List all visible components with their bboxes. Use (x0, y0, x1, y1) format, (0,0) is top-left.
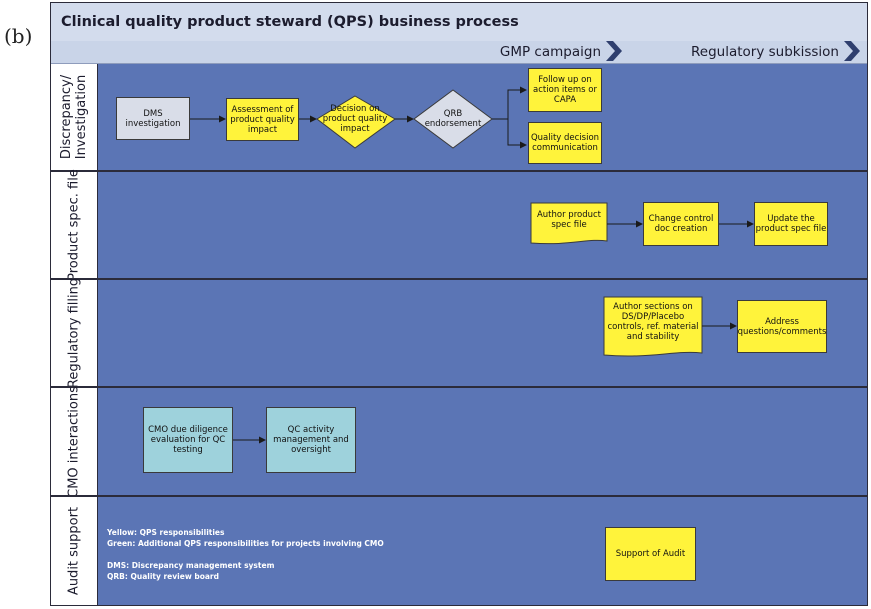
node-decision-quality-impact: Decision on product quality impact (322, 104, 388, 134)
lane-header: Discrepancy/ Investigation (51, 64, 98, 170)
lane-header: CMO interactions (51, 385, 98, 498)
title-bar: Clinical quality product steward (QPS) b… (51, 3, 867, 42)
lane-label: Product spec. file (66, 169, 82, 281)
legend-dms: DMS: Discrepancy management system (107, 561, 275, 570)
phase-gmp-campaign: GMP campaign (51, 41, 623, 63)
lane-divider (51, 170, 867, 172)
node-dms-investigation: DMS investigation (116, 97, 190, 140)
lane-divider (51, 495, 867, 497)
lane-audit-support: Audit support (51, 497, 867, 605)
lane-header: Audit support (51, 497, 98, 605)
node-support-of-audit: Support of Audit (605, 527, 696, 581)
lane-label: Regulatory filling (66, 277, 82, 389)
legend-green: Green: Additional QPS responsibilities f… (107, 539, 384, 548)
phase-label: GMP campaign (499, 44, 601, 60)
legend-yellow: Yellow: QPS responsibilities (107, 528, 225, 537)
diagram-title: Clinical quality product steward (QPS) b… (61, 14, 519, 30)
lane-body (98, 497, 867, 605)
node-author-product-spec-file: Author product spec file (536, 210, 601, 230)
swimlanes: Discrepancy/ Investigation Product spec.… (51, 64, 867, 605)
phase-regulatory-submission: Regulatory subkission (626, 41, 867, 63)
phase-bar: GMP campaign Regulatory subkission (51, 41, 867, 64)
node-qrb-endorsement: QRB endorsement (424, 109, 482, 129)
node-assessment-quality-impact: Assessment of product quality impact (226, 98, 299, 141)
node-update-product-spec-file: Update the product spec file (754, 202, 828, 246)
lane-label: CMO interactions (66, 385, 82, 498)
lane-divider (51, 278, 867, 280)
node-cmo-due-diligence: CMO due diligence evaluation for QC test… (143, 407, 233, 473)
node-quality-decision-communication: Quality decision communication (528, 122, 602, 164)
node-change-control-doc: Change control doc creation (643, 202, 719, 246)
phase-label: Regulatory subkission (691, 44, 839, 60)
lane-header: Regulatory filling (51, 277, 98, 389)
panel-label: (b) (4, 24, 33, 48)
node-author-sections: Author sections on DS/DP/Placebo control… (607, 302, 699, 342)
node-qc-activity-management: QC activity management and oversight (266, 407, 356, 473)
lane-label: Discrepancy/ Investigation (59, 74, 89, 160)
legend-qrb: QRB: Quality review board (107, 572, 220, 581)
lane-product-spec-file: Product spec. file (51, 169, 867, 281)
lane-header: Product spec. file (51, 169, 98, 281)
lane-label: Audit support (66, 506, 82, 596)
lane-divider (51, 386, 867, 388)
lane-body (98, 172, 867, 278)
node-follow-up-action-items: Follow up on action items or CAPA (528, 68, 602, 112)
node-address-questions: Address questions/comments (737, 300, 827, 353)
